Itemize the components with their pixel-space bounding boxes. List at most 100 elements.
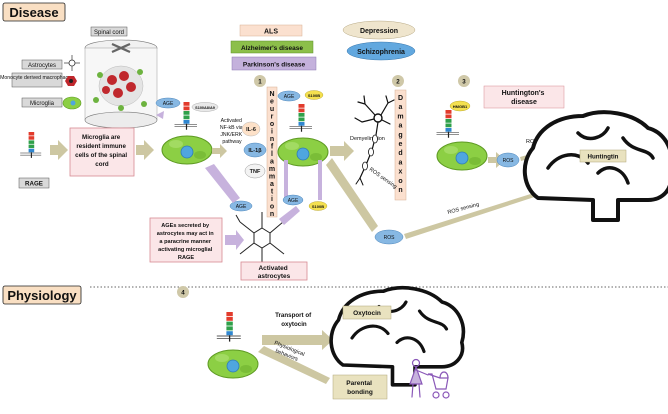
arrow-to-neuron <box>330 141 354 161</box>
schizophrenia-label: Schizophrenia <box>357 49 405 56</box>
rage-receptor-icon <box>19 131 42 159</box>
schizophrenia-pill <box>346 41 416 61</box>
tnf-bubble <box>244 163 266 179</box>
cell-legend: Astrocytes Monocyte derived macrophages … <box>0 55 82 110</box>
rage-label-box <box>18 177 50 189</box>
s100b-badge-1 <box>304 90 324 100</box>
arrow-box-to-microglia <box>136 140 154 160</box>
astrocyte-activated-icon <box>235 212 289 262</box>
parent-with-stroller-icon <box>409 358 450 399</box>
parkinsons-label: Parkinson's disease <box>243 62 306 69</box>
ages-secreted-text: AGEs secreted by astrocytes may act in a… <box>157 223 215 261</box>
il1b-label: IL-1β <box>248 148 262 154</box>
damaged-axon-bar <box>394 89 407 201</box>
hmgb1-badge <box>449 100 471 112</box>
arrow-to-oxytocin <box>262 330 333 350</box>
microglia-resident-box <box>69 127 135 177</box>
physiology-section-box <box>2 285 82 305</box>
ages-secreted-box <box>149 217 223 263</box>
spinal-cord-icon <box>84 39 158 129</box>
oxytocin-label: Oxytocin <box>353 310 381 317</box>
arrow-age-to-microglia <box>205 164 240 203</box>
il1b-bubble <box>243 142 267 158</box>
spinal-cord-label-box <box>90 26 128 37</box>
arrow-ros-to-brain <box>404 180 568 239</box>
ros-sensing-label-1: ROS sensing <box>368 167 398 191</box>
alzheimers-box <box>230 40 314 54</box>
il6-label: IL-6 <box>246 127 256 133</box>
disease-section-title: Disease <box>9 5 58 20</box>
age-label-2: AGE <box>284 94 295 100</box>
arrow-rage-to-box <box>50 140 68 160</box>
microglia-resident-text: Microglia are resident immune cells of t… <box>75 134 129 168</box>
ros-ellipse-2 <box>496 152 520 168</box>
disease-section-box <box>2 2 66 22</box>
parental-bonding-box <box>332 374 388 400</box>
activated-astrocytes-box <box>240 261 308 281</box>
s100b-badge-2 <box>308 201 328 211</box>
astrocyte-icon <box>64 55 80 71</box>
parental-bonding-label: Parental bonding <box>346 380 373 396</box>
purple-bar-right <box>318 160 322 200</box>
arrow-microglia-to-ros-2 <box>488 152 505 168</box>
depression-pill <box>342 20 416 40</box>
ros-label-2: ROS <box>503 158 515 164</box>
oxytocin-box <box>342 305 392 320</box>
microglia-cell-4 <box>207 349 259 379</box>
age-label-1: AGE <box>163 101 174 107</box>
arrow-box-to-astrocyte <box>225 230 244 250</box>
legend-astrocytes: Astrocytes <box>28 63 56 69</box>
receptor-3 <box>435 109 460 139</box>
hmgb1-label: HMGB1 <box>453 104 468 109</box>
s100b-label-2: S100B <box>312 204 324 209</box>
ros-ellipse-1 <box>374 229 404 245</box>
depression-label: Depression <box>360 28 398 35</box>
spinal-cord-label: Spinal cord <box>94 30 124 36</box>
huntingtin-box <box>579 149 627 163</box>
age-label-3: AGE <box>288 198 299 204</box>
s100a8-badge <box>191 102 219 112</box>
huntingtons-label: Huntington's disease <box>502 90 547 106</box>
il6-bubble <box>241 121 261 137</box>
huntingtin-label: Huntingtin <box>588 154 619 161</box>
age-ellipse-4 <box>229 200 253 212</box>
age-ellipse-1 <box>155 97 181 109</box>
demyelination-label: Demyelination <box>350 136 385 142</box>
age-ellipse-3 <box>282 194 304 206</box>
als-box <box>239 24 303 37</box>
brain-icon-disease <box>522 110 668 222</box>
microglia-cell-3 <box>436 141 488 171</box>
step-1: 1 <box>258 79 262 86</box>
step-2: 2 <box>396 79 400 86</box>
purple-bar-left <box>284 160 288 198</box>
brain-icon-physiology <box>329 285 466 387</box>
step-4: 4 <box>181 290 185 297</box>
legend-monocyte: Monocyte derived macrophages <box>0 75 74 81</box>
microglia-cell-1 <box>161 135 213 165</box>
arrow-microglia-to-cytokines <box>212 144 227 158</box>
alzheimers-label: Alzheimer's disease <box>241 45 303 52</box>
neuroinflammation-bar <box>266 86 278 218</box>
tnf-label: TNF <box>250 169 261 175</box>
receptor-4 <box>216 311 242 343</box>
activated-astrocytes-text: Activated astrocytes <box>258 265 291 280</box>
s100b-label-1: S100B <box>308 93 320 98</box>
nfkb-label: Activated NF-kB via JNK/ERK pathway <box>220 118 244 145</box>
arrow-age-to-receptor <box>156 111 164 119</box>
neuron-icon <box>354 95 395 186</box>
physiology-section-title: Physiology <box>7 288 77 303</box>
step-3: 3 <box>462 79 466 86</box>
arrow-microglia-to-ros <box>326 158 378 232</box>
transport-oxytocin-label: Transport of oxytocin <box>275 312 313 328</box>
step-badges: 1 2 3 4 <box>177 75 470 298</box>
parkinsons-box <box>231 56 317 71</box>
legend-microglia: Microglia <box>30 101 55 107</box>
arrow-to-parental <box>258 346 330 384</box>
ros-label-1: ROS <box>384 235 396 241</box>
huntingtons-box <box>483 85 565 109</box>
rage-label: RAGE <box>25 181 43 188</box>
